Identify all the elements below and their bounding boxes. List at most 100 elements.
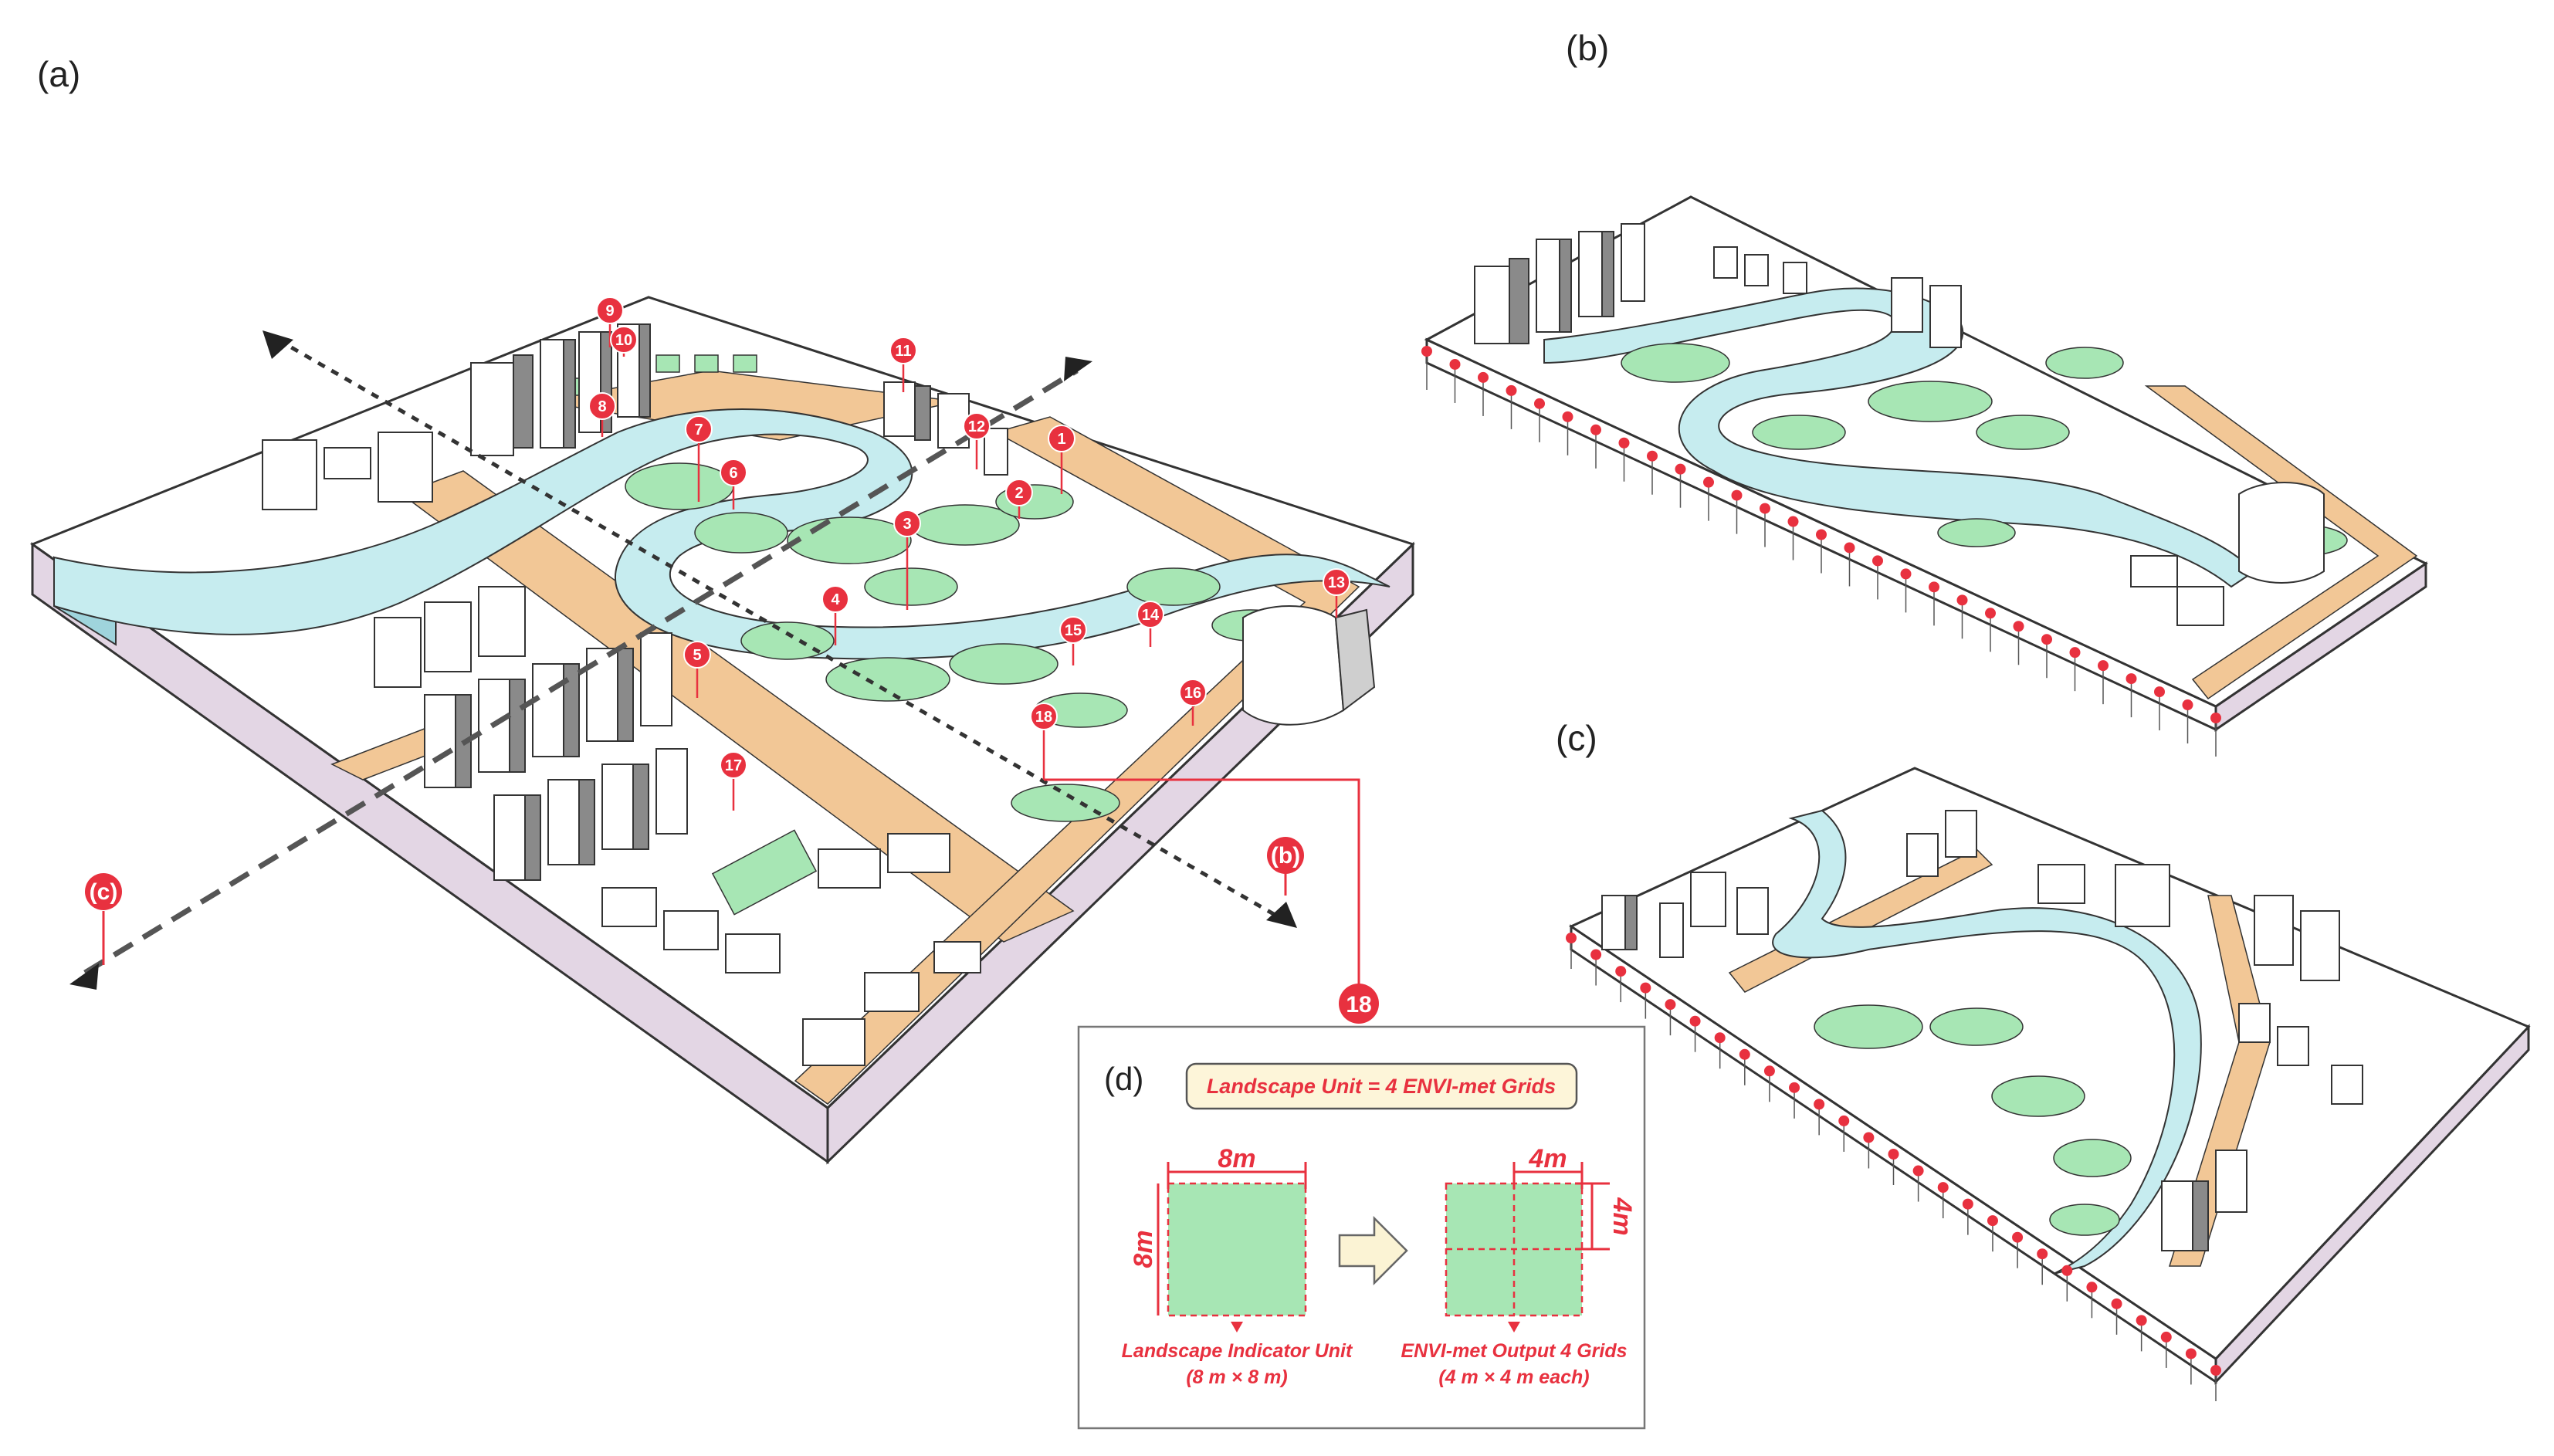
grid-point xyxy=(1615,966,1627,977)
grid-point xyxy=(1985,608,1996,619)
right-caption-line2: (4 m × 4 m each) xyxy=(1438,1366,1589,1388)
grid-point xyxy=(1506,384,1517,396)
b-grid-ticks xyxy=(1421,346,2221,757)
site-marker-3: 3 xyxy=(893,510,921,610)
grid-point xyxy=(1816,529,1827,540)
site-marker-14: 14 xyxy=(1136,601,1164,647)
section-line-c xyxy=(83,368,1079,975)
grid-point xyxy=(2098,660,2109,672)
grid-point xyxy=(1562,411,1573,422)
grid-point xyxy=(2012,1231,2024,1243)
right-caption-line1: ENVI-met Output 4 Grids xyxy=(1401,1340,1627,1362)
road-diagonal xyxy=(400,470,1075,943)
right-down-arrow xyxy=(1508,1322,1520,1332)
inset-title-box xyxy=(1185,1062,1578,1110)
panel-d-inset: (d) Landscape Unit = 4 ENVI-met Grids 8m… xyxy=(1077,1025,1646,1430)
right-top-dim: 4m xyxy=(1528,1144,1567,1173)
site-marker-6: 6 xyxy=(720,459,747,510)
grid-point xyxy=(1731,489,1743,501)
grid-point xyxy=(1763,1065,1775,1077)
left-caption-line1: Landscape Indicator Unit xyxy=(1122,1340,1353,1362)
grid-point xyxy=(1640,982,1651,994)
grid-point xyxy=(2069,647,2081,659)
indicator-unit-square xyxy=(1168,1183,1306,1315)
grid-point xyxy=(1789,1082,1800,1093)
site-marker-15: 15 xyxy=(1059,616,1087,665)
grid-point xyxy=(1739,1048,1750,1060)
grid-point xyxy=(1888,1149,1899,1160)
section-arrow-c-end xyxy=(1064,357,1092,381)
grid-point xyxy=(1838,1115,1850,1126)
site-marker-label: 3 xyxy=(903,516,911,533)
grid-point xyxy=(1787,516,1799,527)
panel-label-b: (b) xyxy=(1566,28,1609,68)
grid-point xyxy=(1665,999,1676,1011)
panel-label-a: (a) xyxy=(37,54,80,94)
site-marker-label: 7 xyxy=(694,422,703,438)
site-marker-label: 15 xyxy=(1065,622,1082,639)
conversion-arrow-icon xyxy=(1338,1215,1408,1286)
grid-point xyxy=(2111,1298,2122,1309)
park-greens xyxy=(555,354,1290,916)
site-marker-17: 17 xyxy=(720,751,747,811)
site-marker-label: 11 xyxy=(895,343,911,360)
panel-b-model xyxy=(1421,195,2428,757)
site-marker-7: 7 xyxy=(685,415,713,502)
left-caption-line2: (8 m × 8 m) xyxy=(1186,1366,1287,1388)
grid-point xyxy=(1421,346,1432,357)
grid-point xyxy=(1760,503,1770,514)
site-marker-5: 5 xyxy=(683,641,711,698)
site-marker-label: 18 xyxy=(1035,709,1052,726)
grid-point xyxy=(1872,555,1883,567)
grid-point xyxy=(2210,1365,2221,1376)
site-marker-label: 9 xyxy=(605,303,614,320)
b-greens xyxy=(1621,343,2348,557)
grid-point xyxy=(1449,358,1461,370)
site-marker-18: 18 xyxy=(1030,703,1058,780)
grid-point xyxy=(2126,673,2137,685)
grid-point xyxy=(1689,1015,1701,1027)
inset-title: Landscape Unit = 4 ENVI-met Grids xyxy=(1207,1075,1556,1098)
grid-point xyxy=(2061,1265,2073,1276)
callout-leader xyxy=(1044,778,1360,984)
site-marker-label: 2 xyxy=(1014,485,1023,502)
site-marker-11: 11 xyxy=(889,337,917,392)
site-marker-4: 4 xyxy=(821,585,849,645)
grid-point xyxy=(1814,1099,1825,1110)
section-marker-b: (b) xyxy=(1267,837,1304,896)
buildings-southwest xyxy=(374,586,981,1066)
grid-point xyxy=(1534,398,1545,409)
left-side-dim: 8m xyxy=(1129,1230,1158,1268)
site-marker-16: 16 xyxy=(1179,679,1207,726)
grid-point xyxy=(2041,634,2052,645)
grid-point xyxy=(1647,450,1658,462)
panel-label-c: (c) xyxy=(1556,718,1597,758)
site-marker-label: 13 xyxy=(1328,574,1345,591)
grid-point xyxy=(2160,1331,2172,1343)
panel-label-d: (d) xyxy=(1104,1061,1143,1097)
grid-point xyxy=(1590,424,1601,435)
buildings-north-center xyxy=(883,381,1008,476)
site-marker-label: 12 xyxy=(968,418,985,435)
grid-point xyxy=(1566,933,1577,943)
site-marker-label: 1 xyxy=(1057,431,1065,448)
site-marker-label: 10 xyxy=(615,332,632,349)
callout-marker-label: 18 xyxy=(1346,992,1371,1018)
section-arrow-b-start xyxy=(263,330,293,359)
section-marker-c: (c) xyxy=(85,873,122,965)
c-river xyxy=(1772,809,2202,1275)
site-marker-12: 12 xyxy=(963,412,991,469)
grid-point xyxy=(1863,1132,1875,1143)
left-down-arrow xyxy=(1231,1322,1243,1332)
site-marker-9: 9 xyxy=(596,296,624,347)
grid-point xyxy=(1675,463,1686,475)
callout-marker-18: 18 xyxy=(1339,984,1379,1024)
c-grid-ticks xyxy=(1566,933,2221,1401)
grid-point xyxy=(1929,581,1939,593)
site-marker-label: 5 xyxy=(693,647,701,664)
site-marker-10: 10 xyxy=(610,326,638,357)
b-buildings xyxy=(1474,223,2325,626)
left-top-dim: 8m xyxy=(1218,1144,1255,1173)
section-arrow-c-start xyxy=(69,963,99,990)
